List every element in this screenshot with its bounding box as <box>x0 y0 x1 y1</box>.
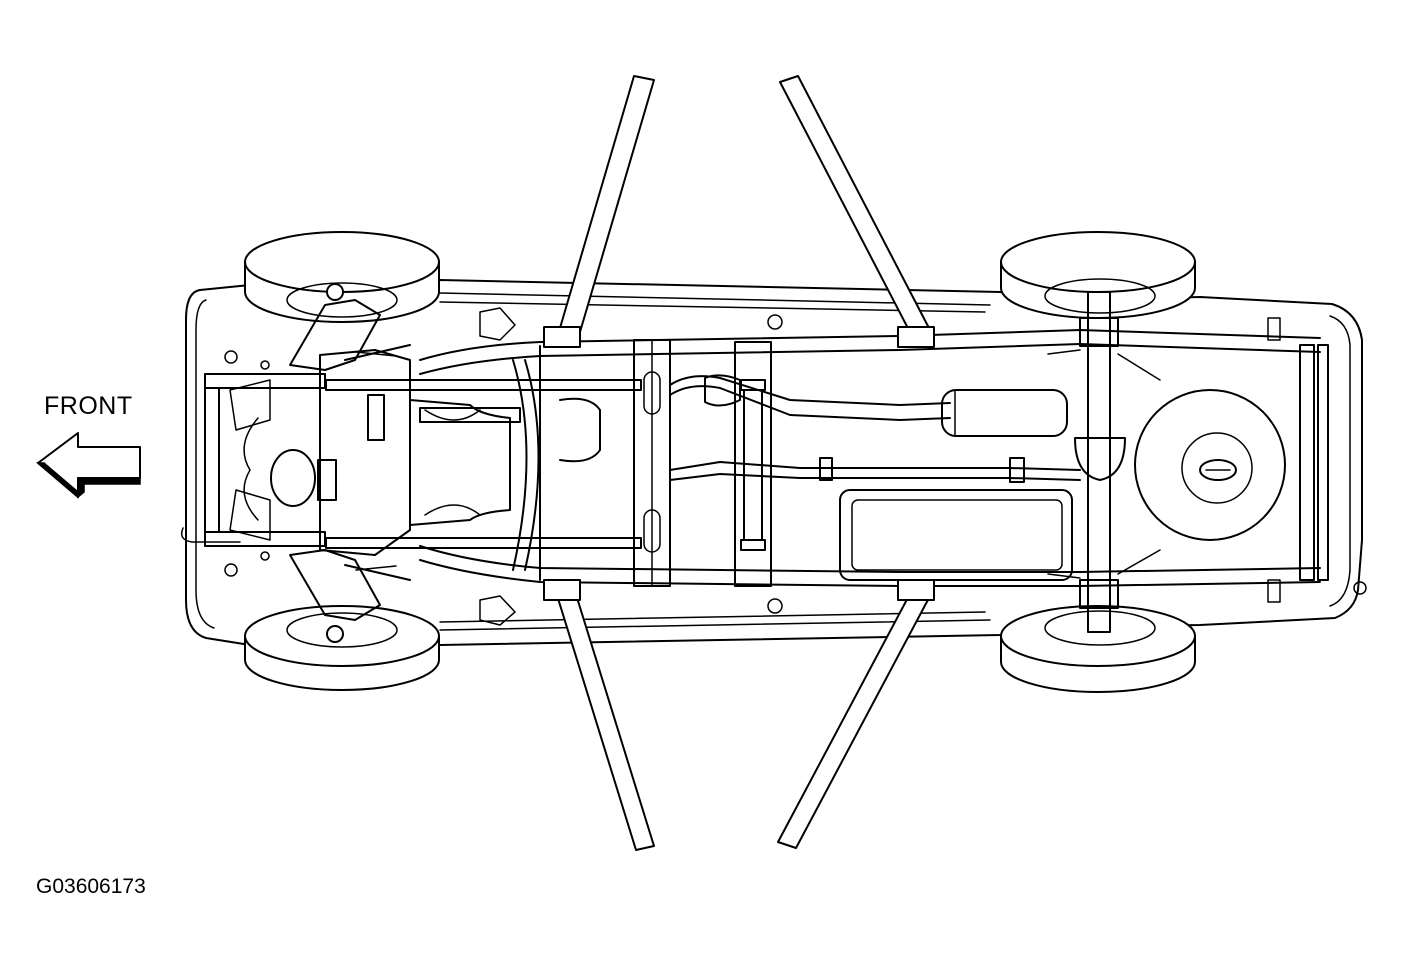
front-right-wheel <box>244 605 440 691</box>
figure-id-label: G03606173 <box>36 875 146 898</box>
cross-members <box>512 339 772 587</box>
misc-brackets <box>479 307 1367 626</box>
rear-axle <box>1047 291 1161 633</box>
lift-arm-rear-left <box>779 75 935 348</box>
lift-arm-rear-right <box>777 579 935 849</box>
frame-rails <box>204 329 1329 587</box>
front-suspension <box>180 299 411 621</box>
vehicle-body-outline <box>185 279 1363 646</box>
front-direction-arrow-icon <box>35 432 141 499</box>
transmission-and-drivetrain <box>409 374 1081 526</box>
front-direction-label: FRONT <box>44 392 133 420</box>
fuel-tank <box>839 489 1073 581</box>
muffler <box>941 389 1068 437</box>
spare-tire <box>1134 389 1286 541</box>
lift-arm-front-left <box>543 75 655 348</box>
lift-arm-front-right <box>543 579 655 851</box>
rear-right-wheel <box>1000 605 1196 693</box>
rear-left-wheel <box>1000 231 1196 319</box>
front-left-wheel <box>244 231 440 323</box>
